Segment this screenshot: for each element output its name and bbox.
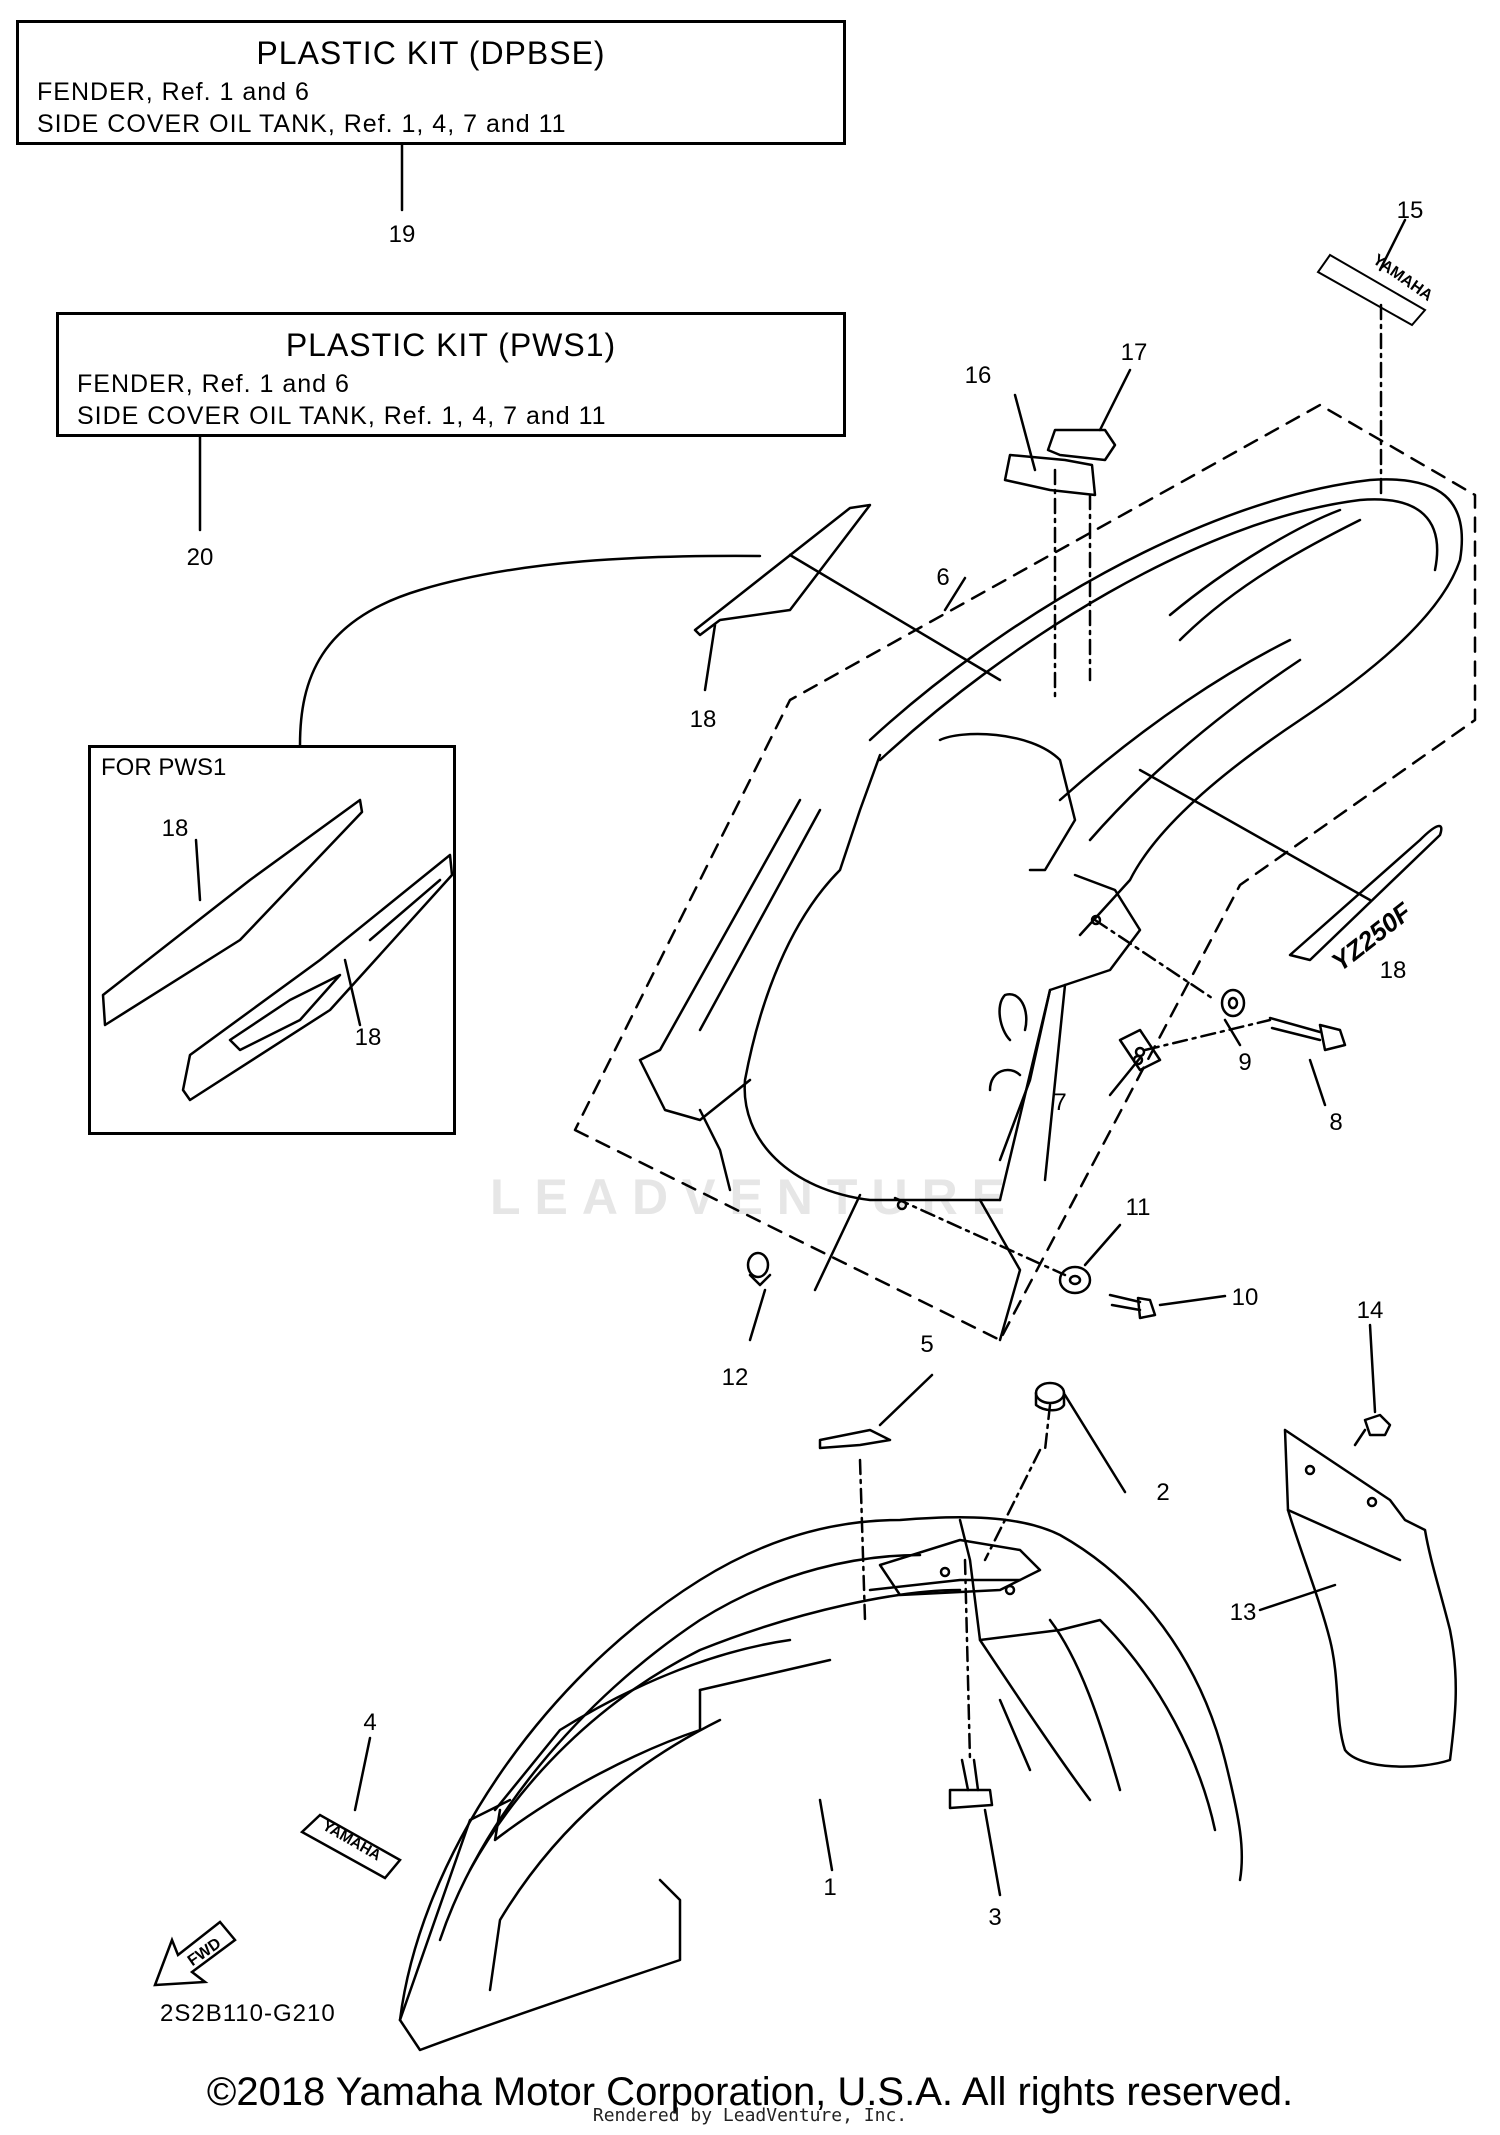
nut-7[interactable] (1118, 1028, 1162, 1072)
diagram-code: 2S2B110-G210 (160, 2000, 336, 2027)
rendered-by-text: Rendered by LeadVenture, Inc. (592, 2105, 908, 2126)
rear-fender[interactable] (638, 478, 1464, 1342)
bolt-8[interactable] (1268, 1016, 1347, 1052)
callout-6[interactable]: 6 (936, 564, 949, 591)
callout-13[interactable]: 13 (1230, 1599, 1257, 1626)
kit-box-dpbse[interactable]: PLASTIC KIT (DPBSE) FENDER, Ref. 1 and 6… (16, 20, 846, 145)
collar-12[interactable] (746, 1251, 772, 1287)
callout-18-inset-a[interactable]: 18 (162, 815, 189, 842)
inset-title: FOR PWS1 (101, 754, 227, 781)
callout-4[interactable]: 4 (363, 1709, 376, 1736)
decal-17[interactable] (1046, 428, 1117, 462)
callout-11[interactable]: 11 (1126, 1194, 1151, 1221)
kit-line: FENDER, Ref. 1 and 6 (77, 370, 350, 398)
decal-18-upper[interactable] (693, 503, 872, 637)
decal-yamaha-4: YAMAHA (320, 1817, 384, 1864)
mud-guard[interactable] (1283, 1428, 1458, 1768)
callout-17[interactable]: 17 (1121, 339, 1148, 366)
kit-title: PLASTIC KIT (DPBSE) (256, 35, 606, 71)
callout-18-inset-b[interactable]: 18 (355, 1024, 382, 1051)
kit-box-pws1[interactable]: PLASTIC KIT (PWS1) FENDER, Ref. 1 and 6 … (56, 312, 846, 437)
svg-text:FWD: FWD (185, 1935, 225, 1970)
inset-decal-18a[interactable] (101, 798, 364, 1027)
decal-yamaha-4-outline (299, 1813, 402, 1880)
grommet-2[interactable] (1034, 1381, 1066, 1412)
washer-9[interactable] (1220, 988, 1246, 1018)
inset-decal-18b[interactable] (181, 853, 454, 1102)
bolt-3[interactable] (948, 1758, 994, 1810)
decal-yamaha-top-outline (1316, 253, 1427, 327)
callout-14[interactable]: 14 (1357, 1297, 1384, 1324)
kit-line: SIDE COVER OIL TANK, Ref. 1, 4, 7 and 11 (77, 402, 607, 430)
washer-11[interactable] (1058, 1265, 1092, 1295)
screw-14[interactable] (1353, 1413, 1392, 1447)
decal-18-model[interactable] (1288, 824, 1443, 962)
copyright-text: ©2018 Yamaha Motor Corporation, U.S.A. A… (206, 2070, 1294, 2114)
decal-16[interactable] (1003, 453, 1097, 497)
callout-12[interactable]: 12 (722, 1364, 749, 1391)
callout-15[interactable]: 15 (1397, 197, 1424, 224)
dashed-assembly-outline (573, 403, 1477, 1342)
callout-2[interactable]: 2 (1156, 1479, 1169, 1506)
callout-5[interactable]: 5 (920, 1331, 933, 1358)
callout-18-right[interactable]: 18 (1380, 957, 1407, 984)
inset-pws1: FOR PWS1 (88, 745, 456, 1135)
kit-line: FENDER, Ref. 1 and 6 (37, 78, 310, 106)
callout-1[interactable]: 1 (823, 1874, 836, 1901)
callout-16[interactable]: 16 (965, 362, 992, 389)
callout-3[interactable]: 3 (988, 1904, 1001, 1931)
callout-9[interactable]: 9 (1238, 1049, 1251, 1076)
callout-18-upper[interactable]: 18 (690, 706, 717, 733)
callout-10[interactable]: 10 (1232, 1284, 1259, 1311)
bolt-10[interactable] (1108, 1293, 1157, 1320)
kit-title: PLASTIC KIT (PWS1) (285, 327, 617, 363)
fwd-arrow-icon: FWD (153, 1920, 237, 1987)
callout-7[interactable]: 7 (1053, 1089, 1066, 1116)
front-fender[interactable] (398, 1515, 1244, 2052)
decal-5[interactable] (818, 1428, 892, 1450)
callout-8[interactable]: 8 (1329, 1109, 1342, 1136)
callout-20[interactable]: 20 (187, 544, 214, 571)
kit-line: SIDE COVER OIL TANK, Ref. 1, 4, 7 and 11 (37, 110, 567, 138)
inset-connector-curve (298, 554, 762, 747)
callout-19[interactable]: 19 (389, 221, 416, 248)
